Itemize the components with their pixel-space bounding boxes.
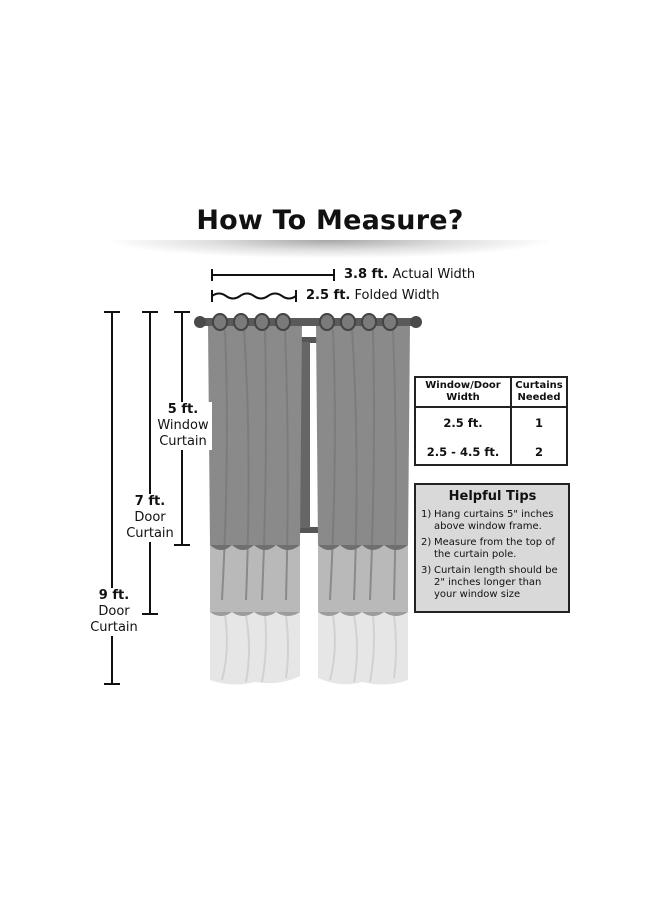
table-cell-count: 1 <box>534 415 543 430</box>
height-label-9ft: 9 ft. Door Curtain <box>86 588 142 636</box>
height-7ft-line <box>142 311 158 615</box>
actual-width-line <box>211 269 335 281</box>
table-cell-count: 2 <box>534 444 543 459</box>
tips-title: Helpful Tips <box>448 489 537 504</box>
table-cell-width: 2.5 ft. <box>416 407 512 437</box>
table-cell-width: 2.5 - 4.5 ft. <box>416 437 512 466</box>
right-curtain-top <box>316 322 410 545</box>
curtain-grommets <box>212 313 398 331</box>
table-row: 2.5 ft. 1 <box>416 407 566 437</box>
table-header-width: Window/Door Width <box>416 378 512 408</box>
page-title: How To Measure? <box>196 205 464 236</box>
left-curtain-bottom <box>210 612 300 685</box>
title-shadow <box>110 240 550 258</box>
table-header-count: Curtains Needed <box>511 378 566 408</box>
height-label-5ft: 5 ft. Window Curtain <box>154 402 212 450</box>
curtain-count-table: Window/Door Width Curtains Needed 2.5 ft… <box>414 376 568 466</box>
curtain-scallops <box>210 545 408 616</box>
tip-item: 2)Measure from the top of the curtain po… <box>421 537 555 560</box>
tip-item: 3)Curtain length should be 2" inches lon… <box>421 565 558 600</box>
table-row: 2.5 - 4.5 ft. 2 <box>416 437 566 466</box>
tip-item: 1)Hang curtains 5" inches above window f… <box>421 509 554 532</box>
right-curtain-bottom <box>318 612 408 685</box>
height-label-7ft: 7 ft. Door Curtain <box>120 494 180 542</box>
left-curtain-top <box>208 322 302 545</box>
folded-width-line <box>211 290 297 302</box>
actual-width-label: 3.8 ft. Actual Width <box>344 267 476 282</box>
folded-width-label: 2.5 ft. Folded Width <box>306 288 440 303</box>
helpful-tips-box: Helpful Tips 1)Hang curtains 5" inches a… <box>414 483 570 613</box>
